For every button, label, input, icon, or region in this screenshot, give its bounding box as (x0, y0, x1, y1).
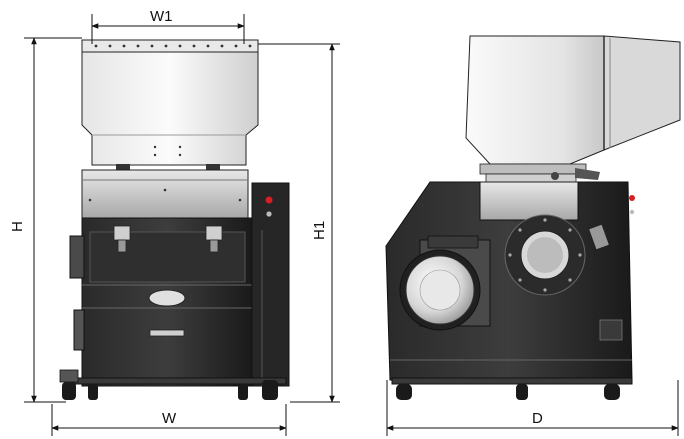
hopper-bolts (94, 44, 252, 157)
side-emergency-stop-icon (629, 195, 635, 201)
side-dimensions (386, 380, 679, 436)
front-dimension-labels: W1 H H1 W (9, 8, 328, 427)
side-cutting-chamber (479, 181, 579, 221)
side-hinge-bracket (479, 163, 600, 183)
side-motor (399, 235, 491, 331)
side-hopper (465, 35, 681, 165)
side-casters (396, 384, 620, 400)
side-fittings (588, 195, 635, 341)
side-view (385, 35, 681, 400)
front-oval-window (148, 289, 186, 307)
side-rotor-plate (504, 214, 586, 296)
label-h1: H1 (311, 221, 328, 240)
chamber-clamps (113, 225, 223, 253)
front-control-cabinet (251, 182, 290, 387)
front-casters (59, 369, 278, 400)
front-motor-housing (69, 235, 85, 279)
front-hopper (81, 39, 259, 166)
front-base (65, 377, 287, 385)
front-view (59, 39, 290, 400)
front-dimensions (24, 14, 340, 436)
label-w1: W1 (150, 8, 173, 25)
side-base (391, 377, 633, 385)
label-w: W (162, 410, 177, 427)
front-cutting-chamber (81, 169, 249, 219)
top-knobs (116, 164, 220, 170)
front-drawer-handle (149, 329, 185, 337)
label-d: D (532, 410, 543, 427)
emergency-stop-icon (265, 196, 273, 204)
label-h: H (9, 221, 26, 232)
